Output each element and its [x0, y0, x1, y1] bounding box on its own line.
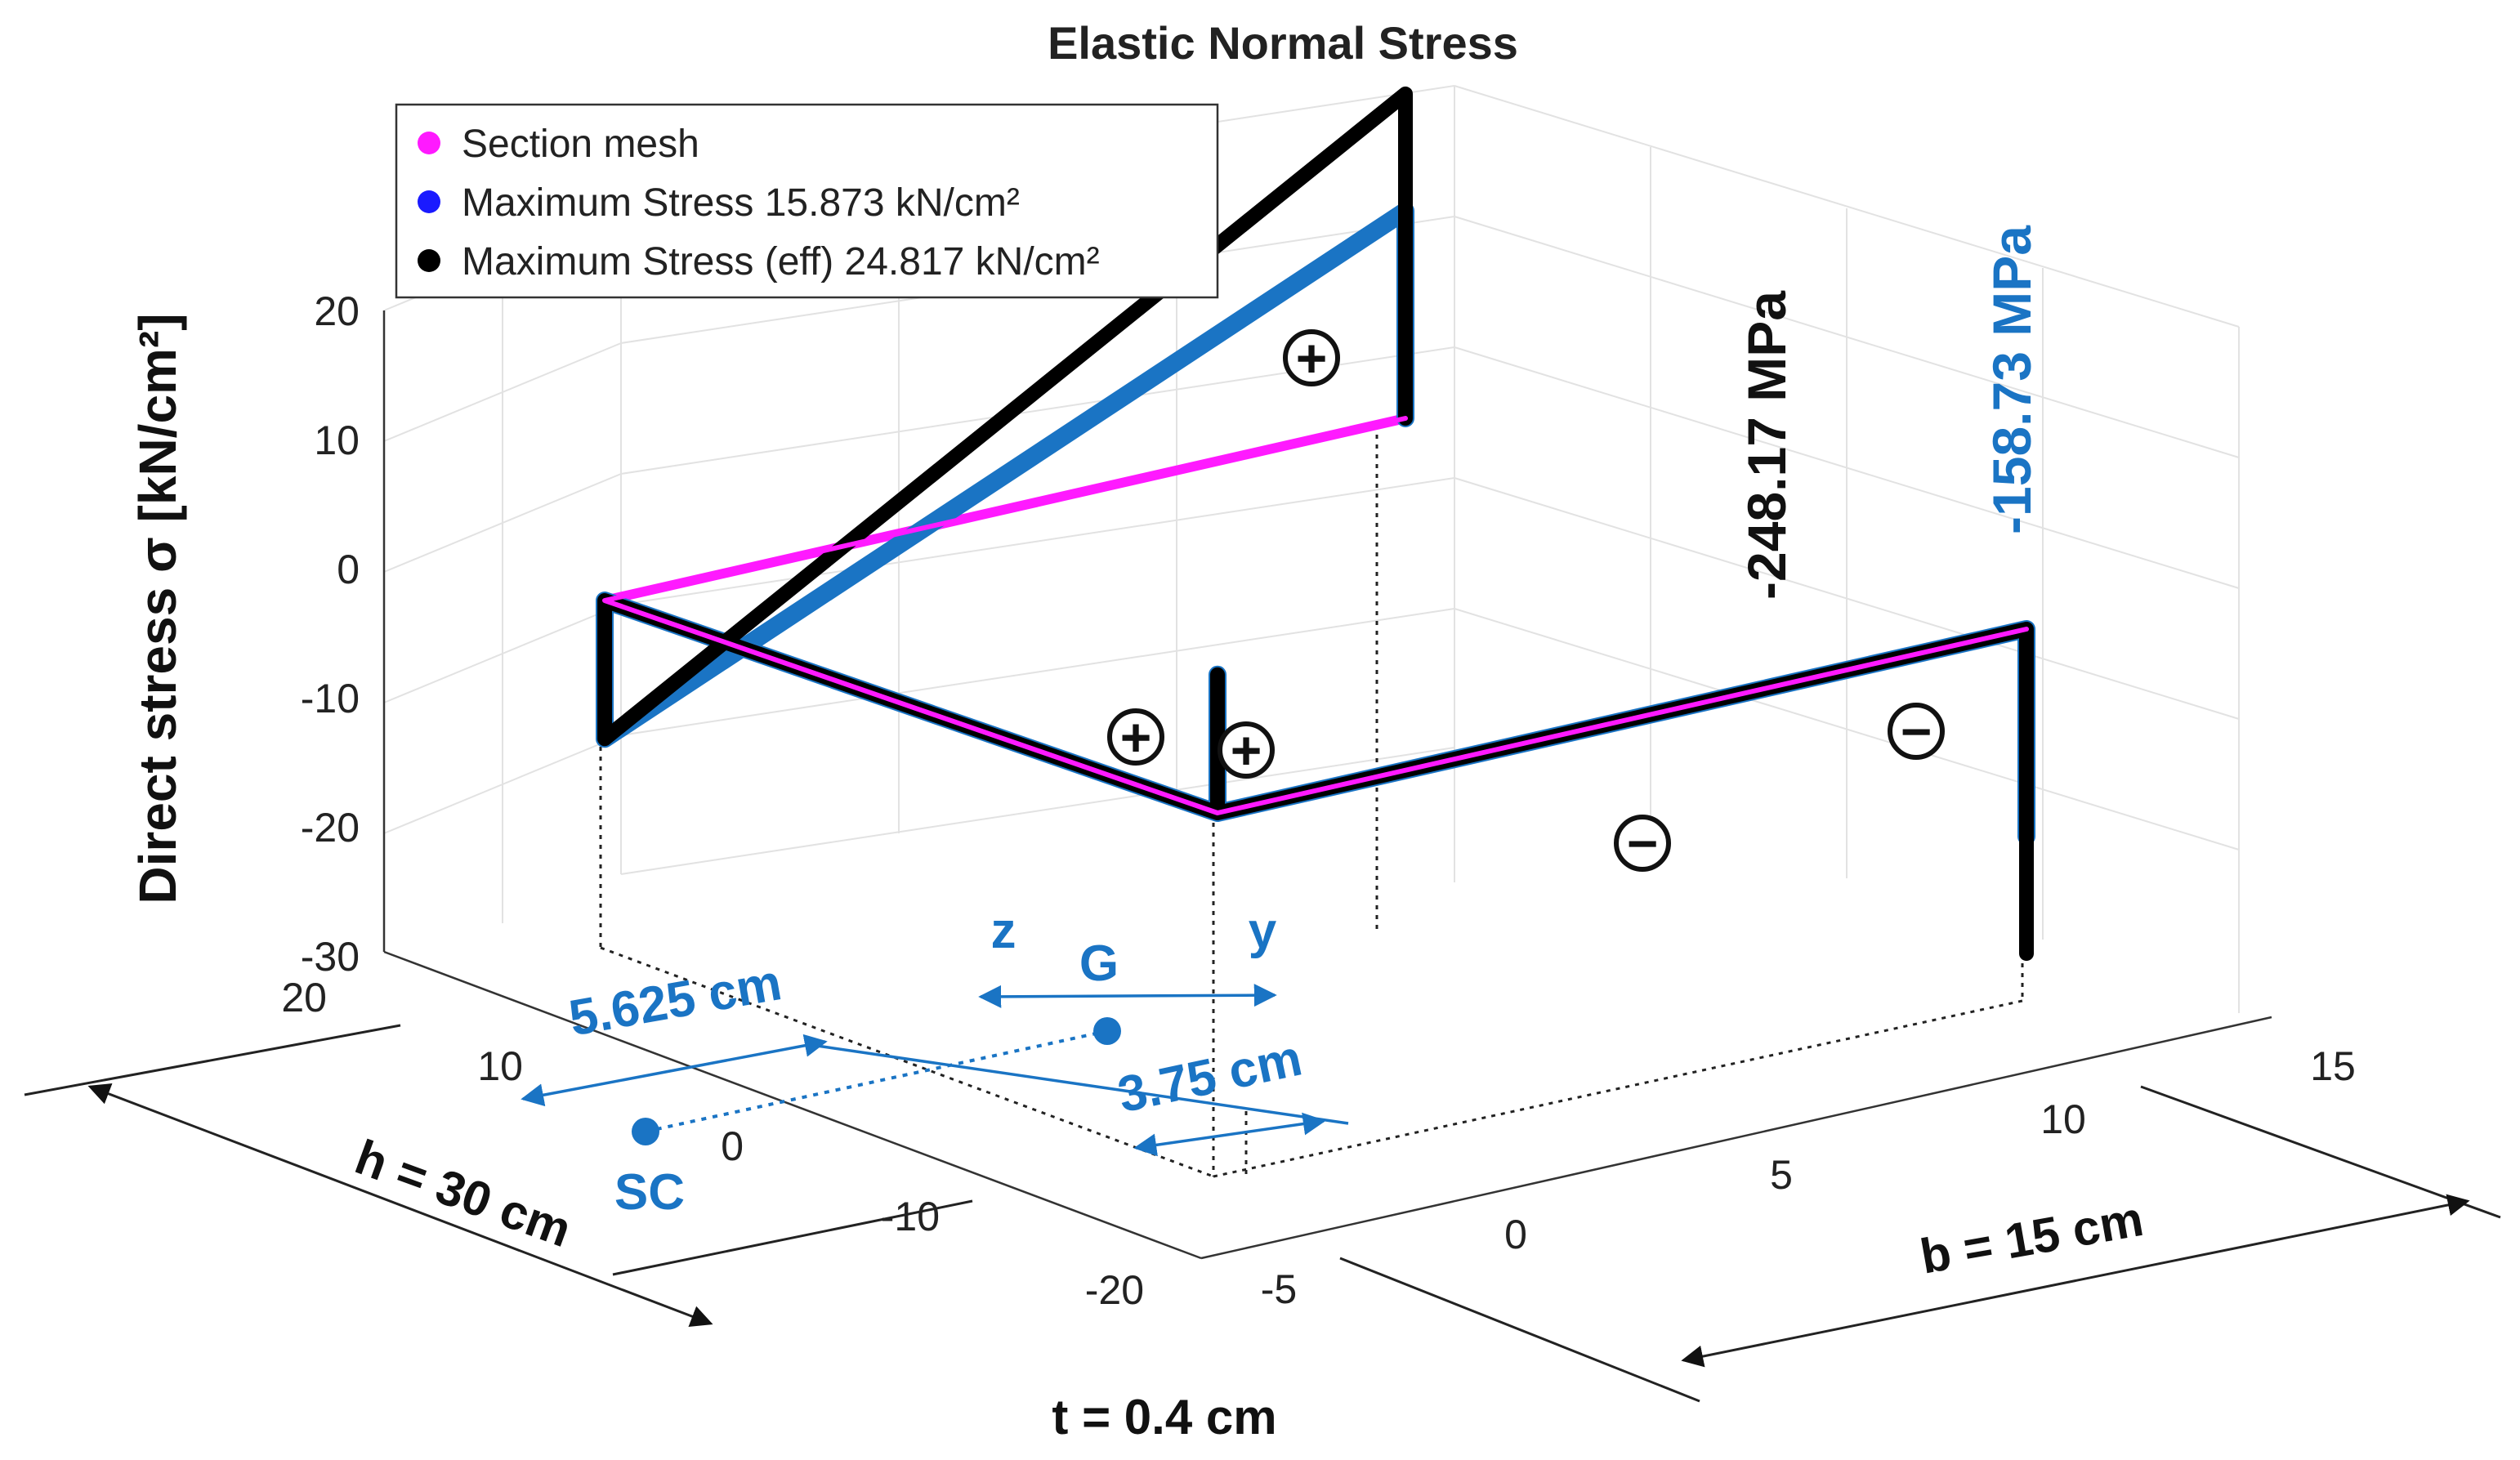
series-max-stress: [596, 202, 2035, 846]
depth-tick-label: -20: [1085, 1267, 1144, 1313]
z-tick-label: -10: [301, 676, 360, 721]
series-layer: [596, 86, 2035, 962]
value-annotation-blue: -158.73 MPa: [1982, 225, 2042, 534]
sign-markers: + + + − −: [1107, 328, 1945, 873]
section-web-line: [816, 1044, 1349, 1125]
plus-sign-marker: +: [1283, 328, 1340, 388]
z-tick-label: 20: [314, 288, 360, 334]
h-dimension-label: h = 30 cm: [348, 1129, 578, 1257]
b-dimension-arrow: [1681, 1194, 2470, 1368]
plus-sign: +: [1231, 720, 1262, 780]
z-axis-ticks: 20 10 0 -10 -20 -30: [301, 288, 360, 980]
plus-sign: +: [1120, 707, 1152, 767]
plus-sign-marker: +: [1107, 707, 1164, 767]
legend-marker: [418, 249, 440, 272]
z-tick-label: 10: [314, 417, 360, 463]
g-dimension-arrow: [1133, 1112, 1326, 1157]
legend: Section mesh Maximum Stress 15.873 kN/cm…: [395, 103, 1219, 299]
width-tick-label: 10: [2040, 1096, 2086, 1142]
h-dimension-arrow: [87, 1083, 713, 1327]
series-max-stress-eff: [597, 86, 2034, 962]
left-wall-grid: [383, 212, 622, 923]
depth-tick-label: 20: [281, 975, 327, 1020]
b-dimension-label: b = 15 cm: [1916, 1191, 2147, 1284]
depth-tick-label: -10: [881, 1194, 940, 1239]
minus-sign: −: [1627, 813, 1659, 873]
z-tick-label: -30: [301, 934, 360, 980]
z-tick-label: 0: [337, 547, 360, 592]
g-label: G: [1079, 935, 1119, 992]
y-label: y: [1249, 903, 1277, 959]
right-wall-grid: [1454, 85, 2240, 1013]
projection-lines: [599, 425, 2024, 1178]
centroid-point: [1093, 1017, 1121, 1045]
legend-item-max-stress-eff: Maximum Stress (eff) 24.817 kN/cm²: [418, 240, 1100, 284]
depth-axis-ticks: 20 10 0 -10 -20: [281, 975, 1144, 1313]
legend-box: [395, 103, 1219, 299]
width-tick-label: 5: [1770, 1152, 1793, 1198]
width-axis-ticks: -5 0 5 10 15: [1261, 1043, 2356, 1312]
t-dimension-label: t = 0.4 cm: [1052, 1390, 1276, 1444]
g-distance-label: 3.75 cm: [1113, 1030, 1307, 1124]
width-tick-label: 15: [2310, 1043, 2356, 1089]
value-annotation-black: -248.17 MPa: [1736, 290, 1797, 600]
legend-marker: [418, 190, 440, 213]
legend-item-max-stress: Maximum Stress 15.873 kN/cm²: [418, 181, 1020, 225]
minus-sign: −: [1901, 701, 1932, 761]
y-axis-label: Direct stress σ [kN/cm²]: [128, 313, 187, 904]
minus-sign-marker: −: [1888, 701, 1945, 761]
series-section-mesh: [600, 413, 2031, 818]
depth-tick-label: 0: [721, 1123, 744, 1169]
plus-sign: +: [1296, 328, 1328, 388]
legend-label: Maximum Stress 15.873 kN/cm²: [462, 181, 1020, 225]
g-axis-arrow: [978, 984, 1277, 1008]
legend-marker: [418, 132, 440, 154]
plus-sign-marker: +: [1218, 720, 1275, 780]
sc-label: SC: [614, 1164, 685, 1221]
shear-center-point: [632, 1118, 659, 1145]
sc-distance-label: 5.625 cm: [565, 954, 785, 1047]
sc-dimension-arrow: [521, 1034, 828, 1107]
minus-sign-marker: −: [1614, 813, 1671, 873]
z-tick-label: -20: [301, 805, 360, 851]
depth-tick-label: 10: [477, 1043, 523, 1089]
width-tick-label: -5: [1261, 1266, 1297, 1312]
series-section-mesh-overlay: [602, 416, 2029, 815]
legend-item-mesh: Section mesh: [418, 123, 699, 166]
chart-title: Elastic Normal Stress: [1048, 17, 1518, 69]
sc-to-g-line: [645, 1029, 1108, 1133]
z-label: z: [991, 903, 1016, 959]
legend-label: Maximum Stress (eff) 24.817 kN/cm²: [462, 240, 1100, 284]
width-tick-label: 0: [1504, 1212, 1527, 1257]
legend-label: Section mesh: [462, 123, 699, 166]
